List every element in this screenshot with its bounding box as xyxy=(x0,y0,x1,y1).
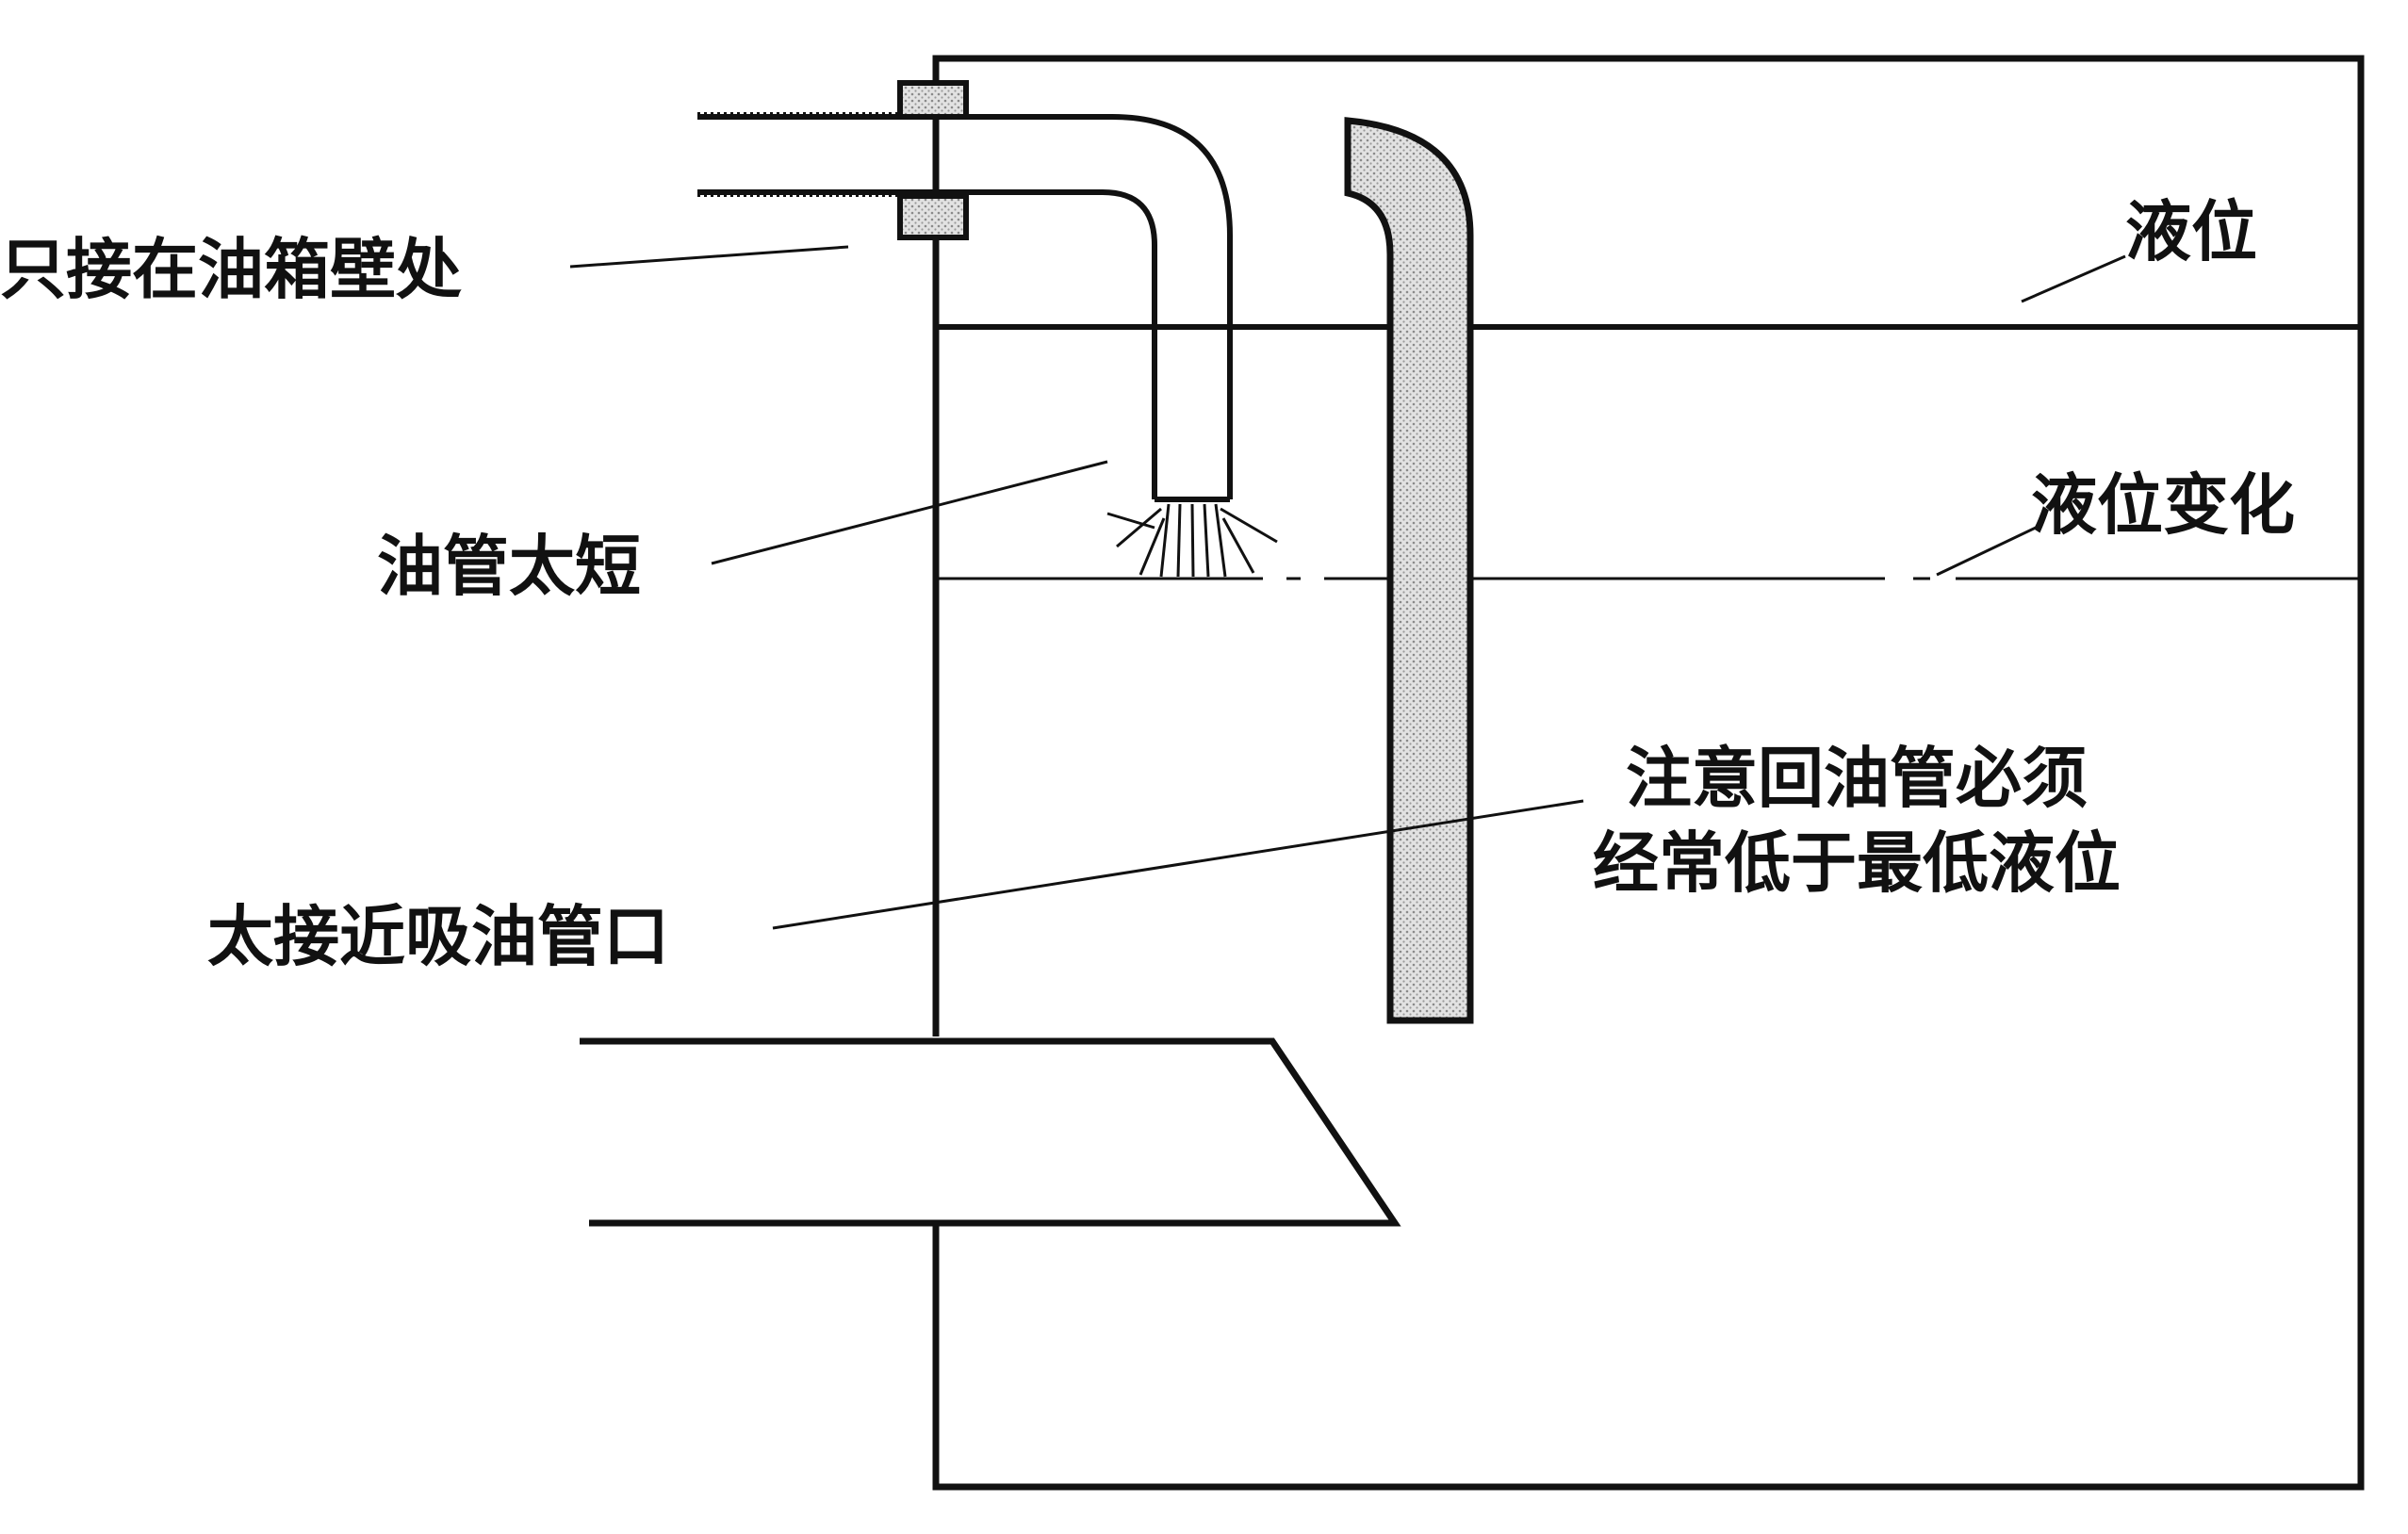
leader-pipe-too-short xyxy=(711,460,1108,565)
pipe-threads xyxy=(697,112,905,197)
inlet-pipe xyxy=(697,114,1233,502)
leader-level-change xyxy=(1936,526,2037,577)
label-level: 液位 xyxy=(2125,192,2257,270)
label-note-line1: 注意回油管必须 xyxy=(1626,739,2088,817)
label-note-line2: 经常低于最低液位 xyxy=(1593,824,2121,902)
leader-wall-only xyxy=(569,245,849,269)
oil-spray-icon xyxy=(1106,503,1278,578)
leader-level xyxy=(2021,254,2126,303)
label-wall-only: 只接在油箱壁处 xyxy=(0,230,462,308)
suction-pipe xyxy=(580,1037,1401,1227)
return-pipe xyxy=(1344,117,1474,1024)
label-level-change: 液位变化 xyxy=(2031,465,2295,544)
flange-nuts xyxy=(897,80,969,240)
label-too-close: 太接近吸油管口 xyxy=(207,897,669,975)
leader-too-close xyxy=(772,799,1584,930)
leader-lines xyxy=(569,245,2126,930)
label-pipe-too-short: 油管太短 xyxy=(377,527,641,605)
